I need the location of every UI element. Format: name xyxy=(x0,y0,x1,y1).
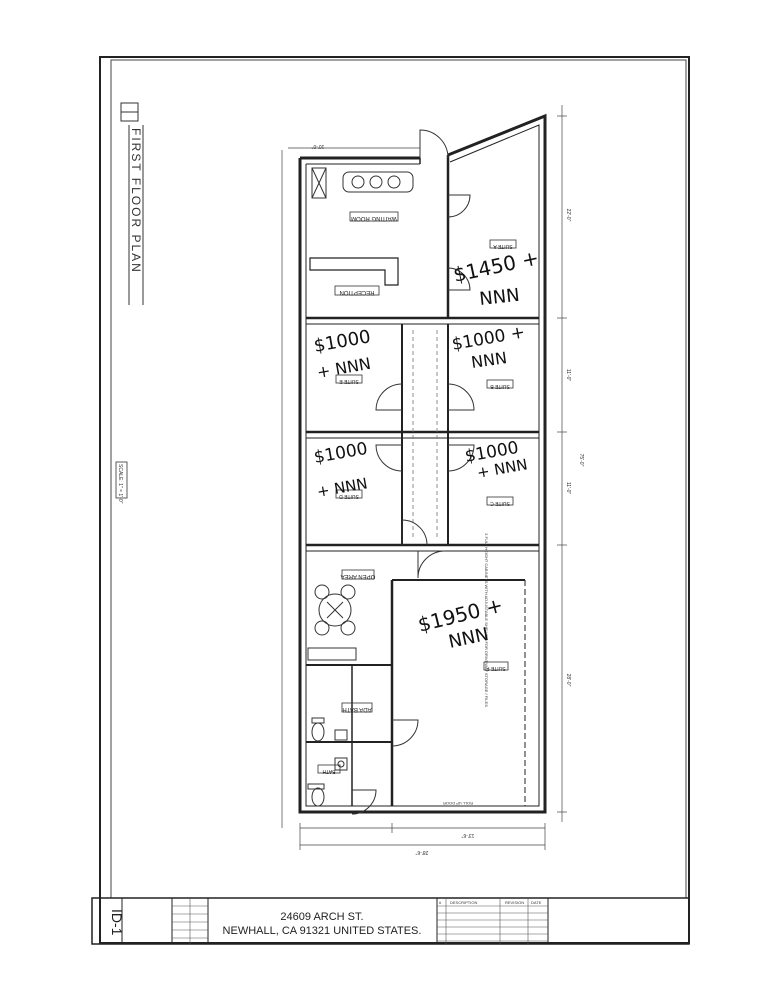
room-label-waiting: WAITING ROOM xyxy=(351,215,397,221)
room-label-suite-b: SUITE B xyxy=(490,383,510,389)
room-label-suite-f: SUITE F xyxy=(486,665,505,671)
dim-suite-b-length: 11'-0" xyxy=(565,369,571,382)
sofa-icon xyxy=(311,167,414,199)
room-label-open-area: OPEN AREA xyxy=(341,573,376,579)
room-label-boxes xyxy=(317,211,517,774)
title-block xyxy=(91,897,690,945)
dim-suite-f-length: 28'-0" xyxy=(565,674,571,687)
table-chairs-icon xyxy=(307,584,357,661)
rollup-door-label: ROLL UP DOOR xyxy=(443,801,473,806)
suite-f-cabinet-note: 3 FULL HEIGHT CABINETS WITH ADJUSTABLE S… xyxy=(484,533,489,707)
dim-overall-length: 75'-0" xyxy=(578,454,584,467)
dim-suite-a-length: 22'-0" xyxy=(565,209,571,222)
room-label-suite-a: SUITE A xyxy=(493,243,513,249)
toilet-icon xyxy=(307,717,348,807)
room-label-reception: RECEPTION xyxy=(339,289,374,295)
revision-header-description: DESCRIPTION xyxy=(450,900,477,905)
corridor-lines xyxy=(412,330,438,540)
dim-bottom-right: 13'-6" xyxy=(461,832,474,838)
dim-suite-c-length: 11'-0" xyxy=(565,482,571,495)
room-label-bath: BATH xyxy=(322,768,335,774)
price-suite-e-line2: + NNN xyxy=(315,354,372,382)
dim-overall-width: 28'-6" xyxy=(415,849,428,855)
door-swings xyxy=(351,129,475,815)
address-line-2: NEWHALL, CA 91321 UNITED STATES. xyxy=(223,925,422,937)
sheet-border xyxy=(99,56,690,944)
floor-title-group xyxy=(120,102,144,305)
sheet-id: ID-1 xyxy=(109,909,125,936)
scale-box xyxy=(115,461,128,499)
address-line-1: 24609 ARCH ST. xyxy=(280,911,363,923)
dim-top-left: 10'-0" xyxy=(311,143,324,149)
room-label-ada-bath: ADA BATH xyxy=(342,706,371,712)
room-label-suite-e: SUITE E xyxy=(339,378,359,384)
floor-plan-title: FIRST FLOOR PLAN xyxy=(129,128,143,274)
price-suite-e-line1: $1000 xyxy=(312,326,372,357)
price-suite-a-line1: $1450 + xyxy=(451,245,541,287)
price-suite-b-line2: NNN xyxy=(470,348,508,372)
revision-header-number: # xyxy=(439,900,442,905)
revision-header-revision: REVISION xyxy=(505,900,524,905)
room-label-suite-d: SUITE D xyxy=(339,493,359,499)
revision-header-date: DATE xyxy=(531,900,542,905)
price-suite-d-line1: $1000 xyxy=(312,439,369,468)
dimension-lines xyxy=(281,105,567,850)
building-walls xyxy=(298,113,547,814)
scale-label: SCALE: 1" = 1'-0" xyxy=(117,464,123,504)
room-label-suite-c: SUITE C xyxy=(490,500,510,506)
price-suite-a-line2: NNN xyxy=(478,285,520,310)
